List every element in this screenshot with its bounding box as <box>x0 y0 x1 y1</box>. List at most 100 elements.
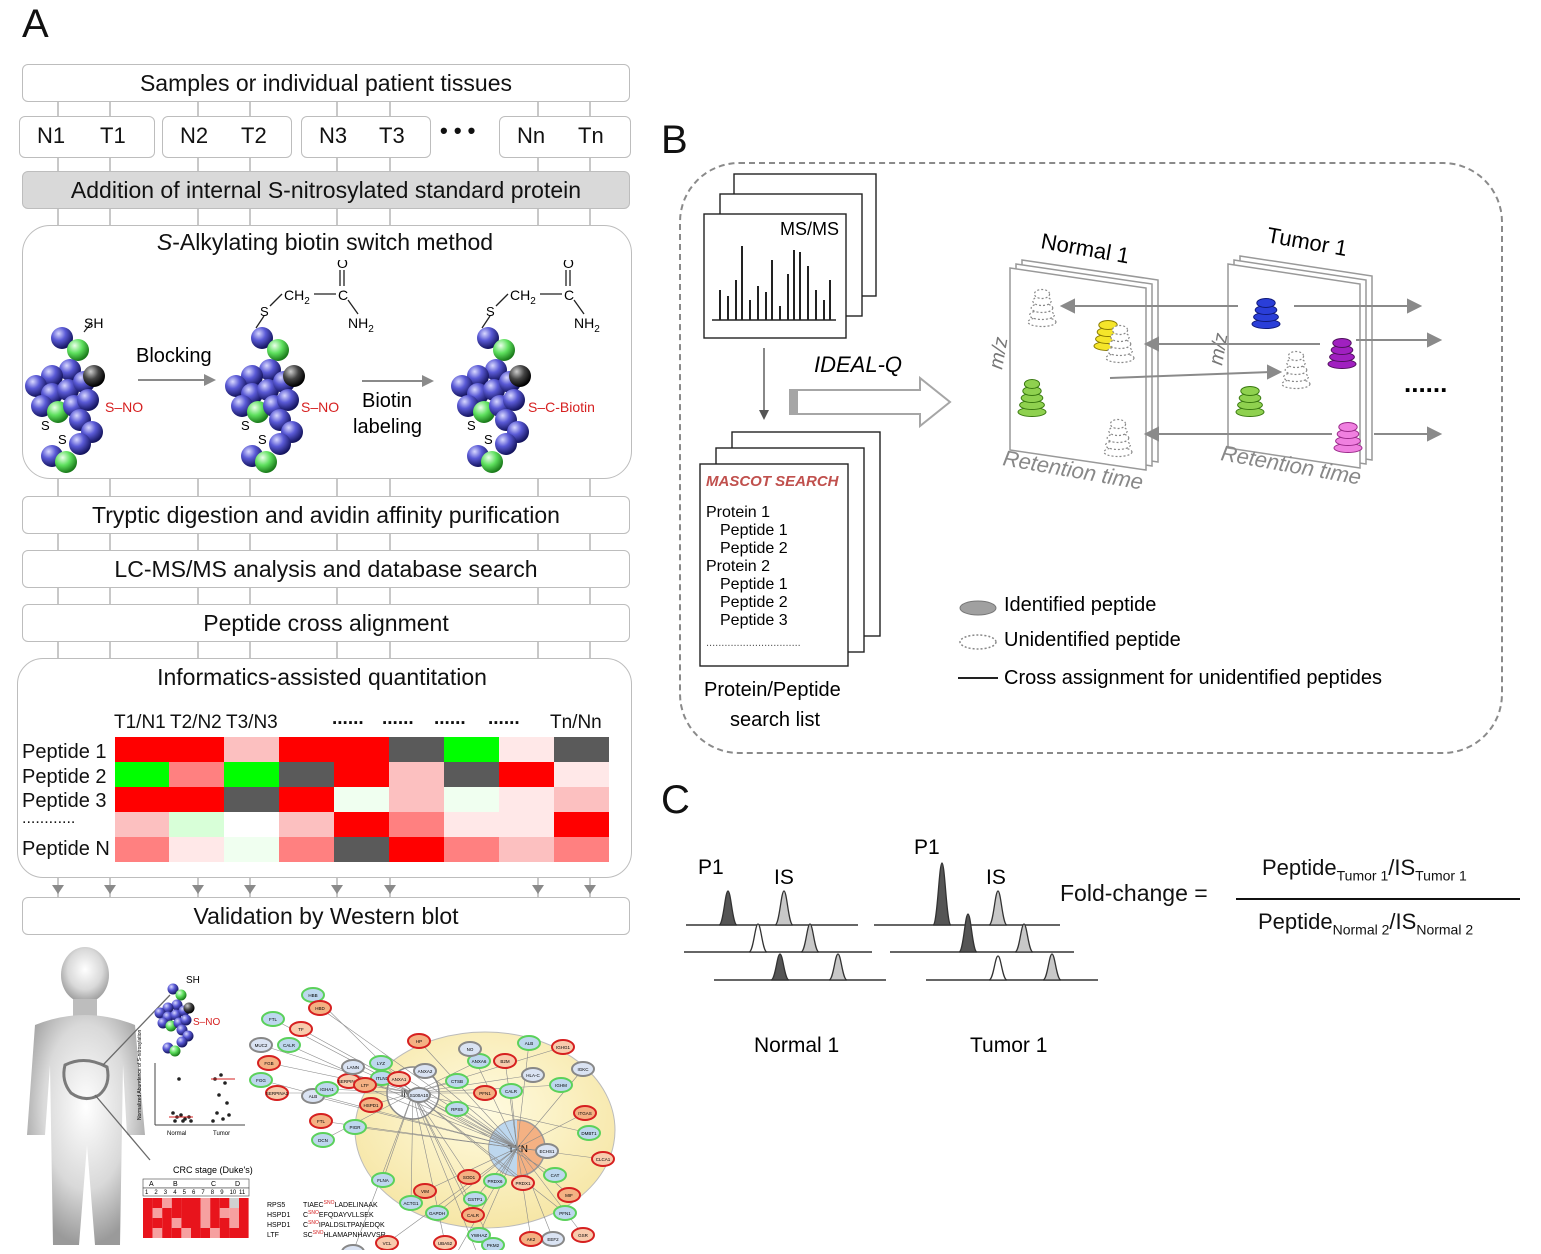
network-node-label: S100A10 <box>410 1093 429 1098</box>
row-label: Peptide 3 <box>22 790 107 812</box>
inset-tumor-label: Tumor <box>213 1131 230 1137</box>
network-edge <box>516 1147 554 1240</box>
chromatogram-peak <box>988 955 1008 981</box>
crc-cell <box>200 1198 211 1208</box>
network-node: PFN1 <box>553 1205 577 1221</box>
network-edge <box>300 1028 518 1149</box>
network-node-label: PFN1 <box>559 1211 571 1216</box>
network-node: LYZ <box>369 1055 393 1071</box>
row-label: Peptide N <box>22 838 110 860</box>
crc-cell <box>229 1198 239 1208</box>
blocking-label: Blocking <box>136 345 212 367</box>
crc-stage-number: 8 <box>211 1190 215 1196</box>
sno-label-2: S–NO <box>301 399 339 415</box>
crc-cell <box>171 1218 182 1228</box>
network-node-label: GSTP1 <box>468 1197 483 1202</box>
crc-stage-title: CRC stage (Duke's) <box>173 1165 253 1175</box>
protein-blocked: S CH2 C O NH2 S–NO S S <box>225 260 374 473</box>
network-node-label: IGKC <box>577 1067 589 1072</box>
denominator-peptide: Peptide <box>1258 909 1333 934</box>
network-node: PIGR <box>343 1119 367 1135</box>
ch2-label: CH2 <box>510 287 536 307</box>
network-node-label: FTL <box>317 1119 325 1124</box>
search-line: Protein 1 <box>706 504 770 521</box>
network-node: CAT <box>543 1167 567 1183</box>
heatmap-cell <box>224 737 279 762</box>
network-edge <box>516 1147 532 1240</box>
crc-stage-number: 10 <box>230 1190 237 1196</box>
tumor-p1-label: P1 <box>914 836 940 859</box>
network-node: HLA-C <box>521 1067 545 1083</box>
sample-n-label: N2 <box>180 123 209 148</box>
biotin-label-line1: Biotin <box>362 390 412 412</box>
samples-ellipsis: • • • <box>440 118 476 143</box>
network-node: ITGAS <box>573 1105 597 1121</box>
inset-scatter-plot: Normal Tumor Normalized Abundance of S-n… <box>137 1029 245 1137</box>
sample-pair-2: N2 T2 <box>162 116 292 158</box>
column-label: T2/N2 <box>170 712 222 733</box>
numerator-is-sub: Tumor 1 <box>1415 867 1467 884</box>
network-node: CALR <box>277 1037 301 1053</box>
heatmap-cell <box>169 737 224 762</box>
chromatogram-peak <box>958 913 978 953</box>
heatmap-cell <box>554 787 609 812</box>
network-node: EEF2 <box>541 1231 565 1247</box>
network-node: VCL <box>375 1235 399 1250</box>
network-node-label: CTSB <box>451 1079 463 1084</box>
crc-cell <box>239 1228 249 1238</box>
tumor-is-label: IS <box>986 866 1006 889</box>
crc-cell <box>239 1198 249 1208</box>
network-edge <box>410 1092 414 1204</box>
network-edge <box>516 1147 584 1236</box>
search-line: Peptide 2 <box>720 594 788 611</box>
search-line: Peptide 3 <box>720 612 788 629</box>
crc-stage-number: 11 <box>239 1190 246 1196</box>
network-edge <box>504 1060 518 1149</box>
heatmap-cell <box>224 787 279 812</box>
numerator-peptide: Peptide <box>1262 855 1337 880</box>
network-node-label: ANXA6 <box>472 1059 487 1064</box>
network-node: NO <box>458 1041 482 1057</box>
carbonyl-c-label: C <box>338 287 348 303</box>
samples-header-text: Samples or individual patient tissues <box>139 69 513 96</box>
network-node-label: AK2 <box>527 1237 536 1242</box>
heatmap-cell <box>554 737 609 762</box>
quantitation-title: Informatics-assisted quantitation <box>157 664 487 690</box>
sample-t-label: T2 <box>241 123 267 148</box>
msms-label: MS/MS <box>780 219 839 239</box>
crc-cell <box>181 1228 191 1238</box>
crc-cell <box>162 1198 172 1208</box>
heatmap-cell <box>115 812 169 837</box>
heatmap-cell <box>169 762 224 787</box>
network-node-label: ECHS1 <box>539 1149 555 1154</box>
biotin-switch-scheme: SH S–NO S S Blocking S CH2 C O NH2 S–NO … <box>25 260 600 473</box>
network-node-label: CAT <box>551 1173 560 1178</box>
crc-cell <box>171 1198 182 1208</box>
crc-cell <box>143 1198 153 1208</box>
network-node-label: EEF2 <box>547 1237 559 1242</box>
heatmap-cell <box>224 837 279 862</box>
network-node-label: PIGR <box>349 1125 361 1130</box>
alignment-step: Peptide cross alignment <box>22 604 630 642</box>
crc-cell <box>143 1228 153 1238</box>
network-node-label: TF <box>298 1027 304 1032</box>
network-node-label: CALR <box>505 1089 518 1094</box>
network-node: FGB <box>257 1055 281 1071</box>
panel-b-letter: B <box>661 118 688 162</box>
network-edge <box>312 1095 518 1149</box>
identified-peptide-stack <box>1017 379 1047 417</box>
network-node: UBA52 <box>433 1235 457 1250</box>
heatmap-cell <box>279 787 334 812</box>
lcms-step: LC-MS/MS analysis and database search <box>22 550 630 588</box>
network-node: IGHM <box>549 1077 573 1093</box>
crc-stage-number: 2 <box>154 1190 158 1196</box>
sample-n-label: N1 <box>37 123 66 148</box>
column-label: ...... <box>434 708 466 729</box>
chromatogram-peak <box>828 953 848 981</box>
network-node-label: FGG <box>256 1078 266 1083</box>
search-dots: ............................... <box>706 637 801 649</box>
blocking-arrow-head <box>204 374 216 386</box>
protein-unmodified: SH S–NO S S <box>25 315 143 473</box>
crc-cell <box>191 1208 201 1218</box>
